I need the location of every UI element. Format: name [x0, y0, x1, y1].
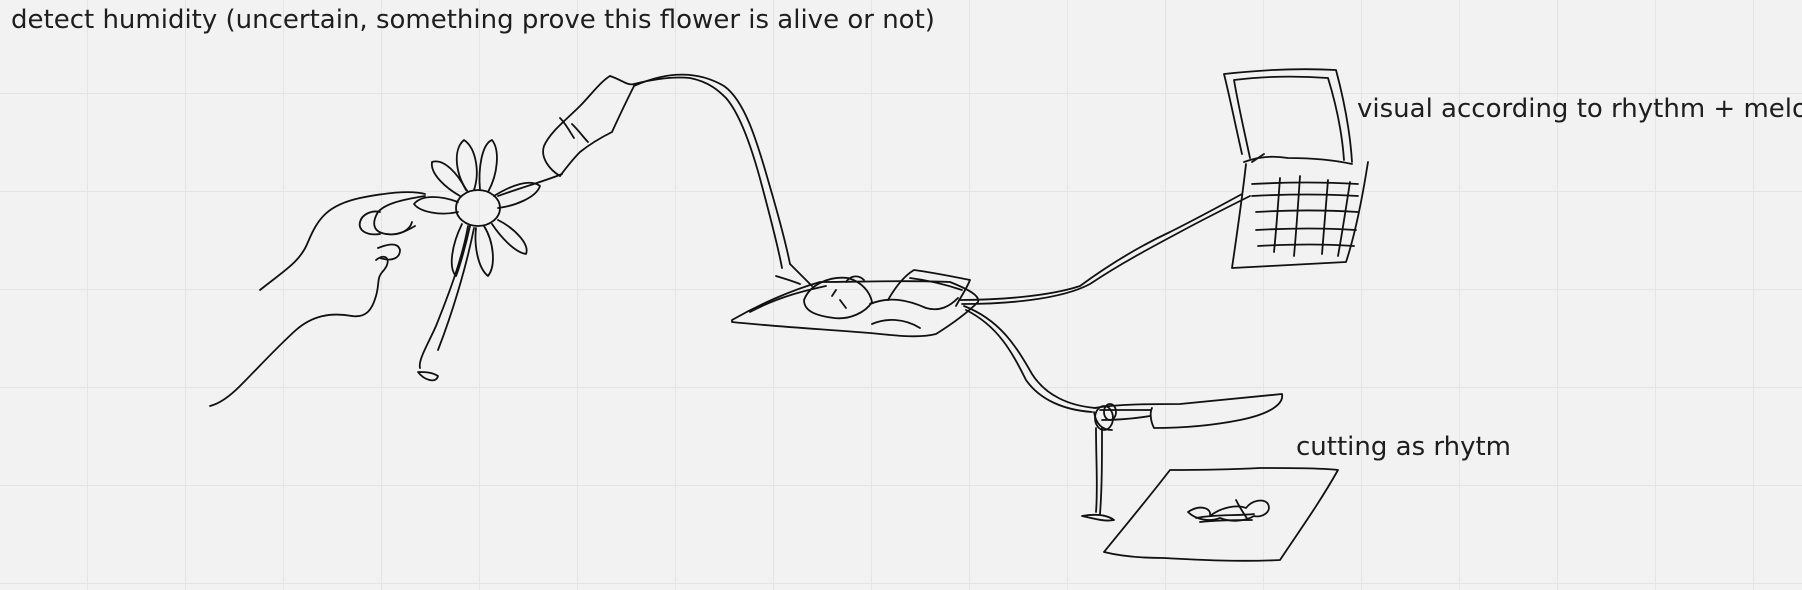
flower-sketch	[413, 139, 541, 382]
paper-sheet-sketch	[1103, 467, 1339, 562]
note-detect-humidity: detect humidity (uncertain, something pr…	[11, 5, 935, 35]
laptop-sketch	[1223, 68, 1369, 269]
note-visual-rhythm-melody: visual according to rhythm + melody	[1357, 94, 1802, 124]
laptop-cable-sketch	[959, 193, 1251, 305]
cutter-sketch	[1081, 393, 1283, 522]
cutter-cable-sketch	[963, 305, 1097, 413]
note-cutting-rhythm: cutting as rhytm	[1296, 432, 1511, 462]
hand-sketch	[209, 191, 426, 407]
humidity-sensor-sketch	[497, 73, 791, 269]
controller-sketch	[731, 263, 980, 338]
